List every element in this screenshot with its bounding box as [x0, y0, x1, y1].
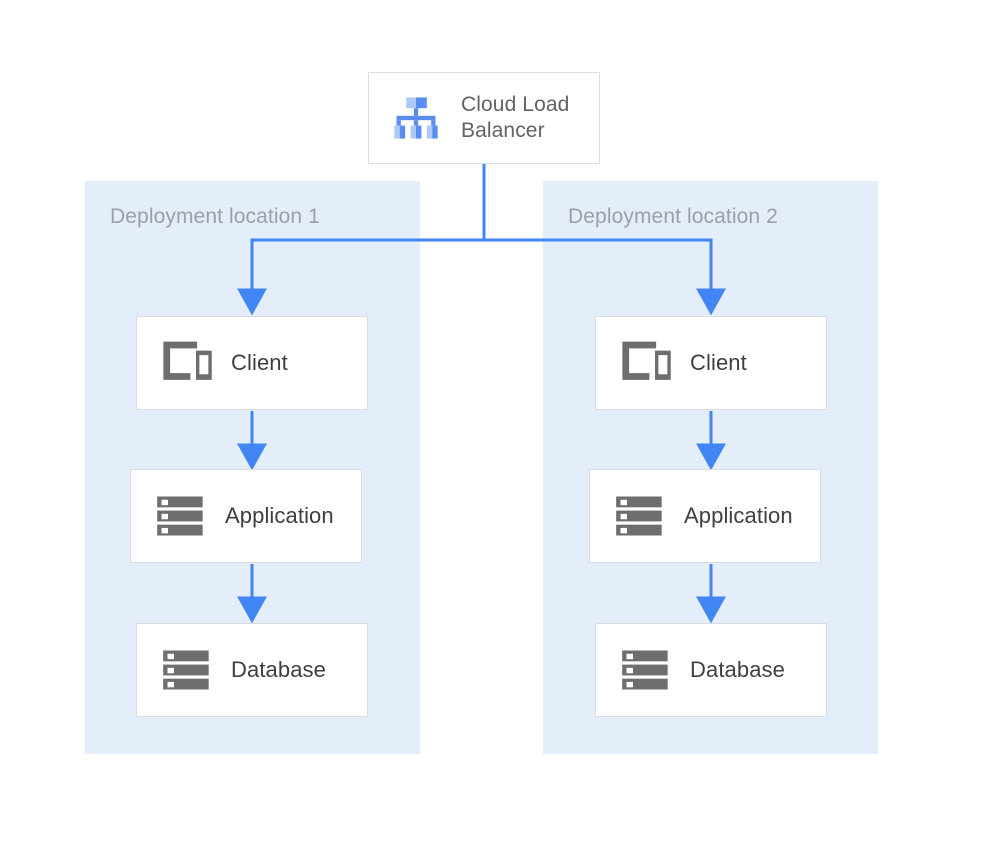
load-balancer-hierarchy-icon	[387, 89, 445, 147]
node-cloud-load-balancer[interactable]: Cloud Load Balancer	[368, 72, 600, 164]
client-devices-icon	[159, 337, 215, 389]
zone-2-label: Deployment location 2	[568, 205, 778, 228]
zone-1-label: Deployment location 1	[110, 205, 320, 228]
node-cloud-load-balancer-label: Cloud Load Balancer	[461, 93, 570, 142]
node-database-2[interactable]: Database	[595, 623, 827, 717]
server-stack-icon	[612, 490, 668, 542]
node-client-1-label: Client	[231, 350, 288, 375]
node-application-2[interactable]: Application	[589, 469, 821, 563]
node-database-1[interactable]: Database	[136, 623, 368, 717]
server-stack-icon	[159, 644, 215, 696]
node-client-2[interactable]: Client	[595, 316, 827, 410]
node-client-1[interactable]: Client	[136, 316, 368, 410]
node-database-1-label: Database	[231, 657, 326, 682]
node-application-1-label: Application	[225, 503, 334, 528]
node-client-2-label: Client	[690, 350, 747, 375]
client-devices-icon	[618, 337, 674, 389]
server-stack-icon	[618, 644, 674, 696]
node-database-2-label: Database	[690, 657, 785, 682]
node-application-1[interactable]: Application	[130, 469, 362, 563]
node-application-2-label: Application	[684, 503, 793, 528]
server-stack-icon	[153, 490, 209, 542]
